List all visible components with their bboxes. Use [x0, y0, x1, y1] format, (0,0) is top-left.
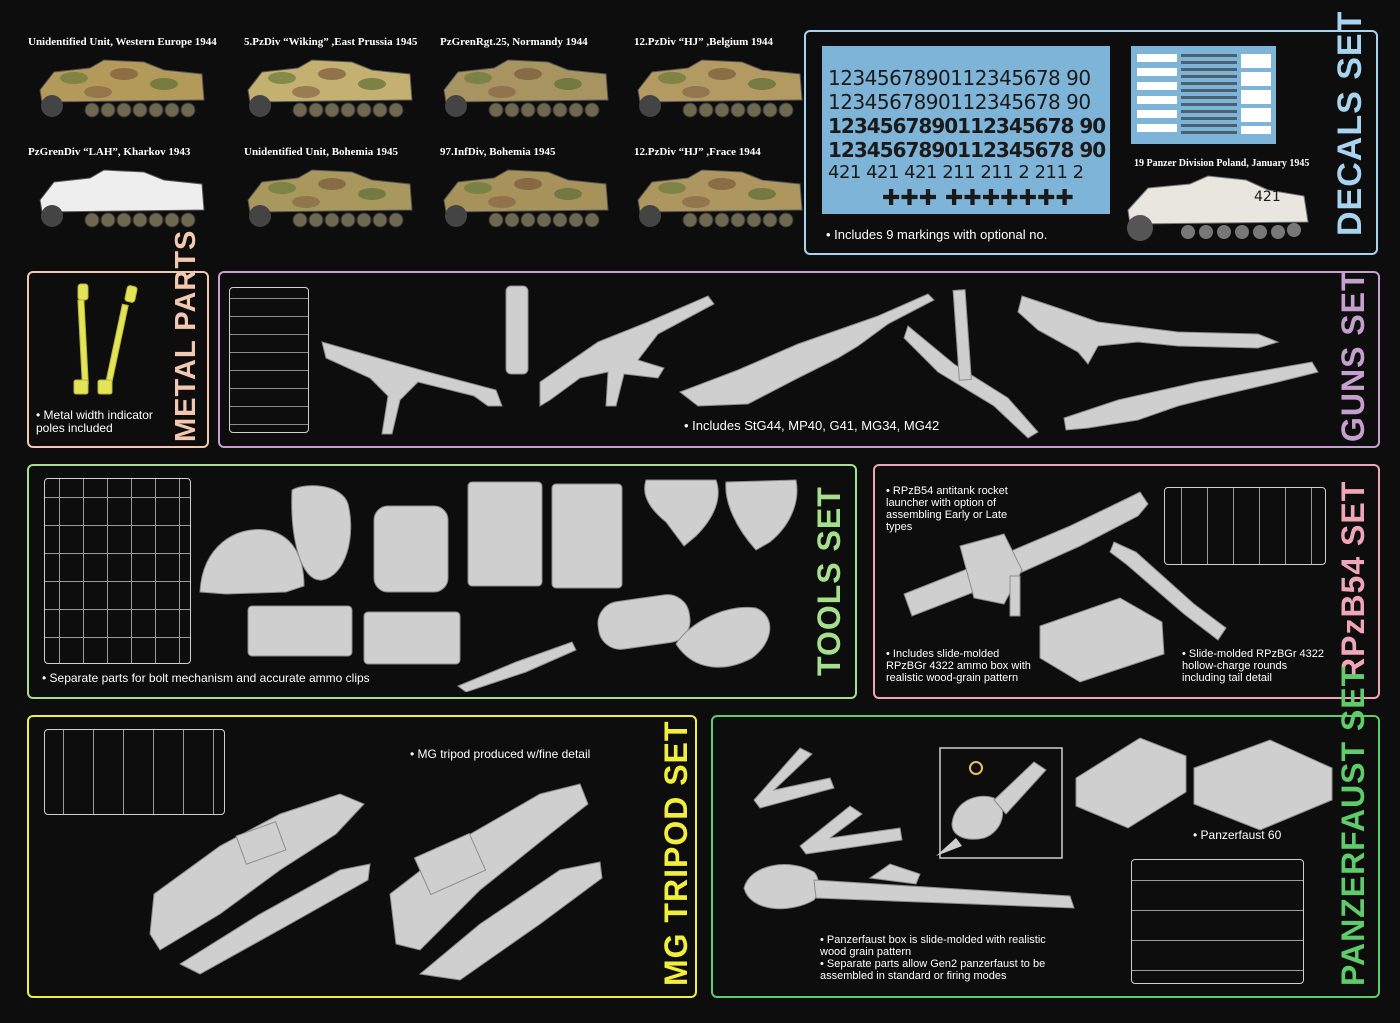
rpzb-note-1: • RPzB54 antitank rocket launcher with o…	[886, 485, 1008, 533]
rpzb-note-3: • Slide-molded RPzBGr 4322 hollow-charge…	[1182, 648, 1325, 684]
halftrack-illustration	[39, 169, 205, 228]
rpzb-note-2: • Includes slide-molded RPzBGr 4322 ammo…	[886, 648, 1031, 684]
panzerfaust-sprue	[1131, 859, 1304, 984]
tripod-illustrations	[149, 783, 603, 981]
tools-sprue	[44, 478, 191, 664]
halftrack-illustration	[637, 59, 803, 118]
panzerfaust-note-3: • Separate parts allow Gen2 panzerfaust …	[820, 958, 1046, 982]
vehicle-poland	[1127, 175, 1309, 241]
guns-panel	[218, 271, 1380, 448]
vehicle-caption: 12.PzDiv “HJ” ,Belgium 1944	[634, 36, 774, 48]
vehicle-caption: Unidentified Unit, Western Europe 1944	[28, 36, 217, 48]
plate-numbers	[1181, 54, 1237, 134]
decal-row-4: 1234567890112345678 90	[828, 138, 1106, 162]
halftrack-illustration	[247, 169, 413, 228]
decal-row-3: 1234567890112345678 90	[828, 114, 1106, 138]
metal-poles	[73, 283, 138, 395]
halftrack-illustration	[637, 169, 803, 228]
poland-caption: 19 Panzer Division Poland, January 1945	[1134, 158, 1310, 169]
tripod-panel	[27, 715, 697, 998]
rpzb-illustrations	[903, 491, 1227, 683]
halftrack-illustration	[443, 59, 609, 118]
decal-row-5: 421 421 421 211 211 2 211 2	[828, 162, 1084, 183]
guns-sprue	[229, 287, 309, 433]
metal-panel	[27, 271, 209, 448]
tripod-note: • MG tripod produced w/fine detail	[410, 747, 591, 761]
halftrack-illustration	[39, 59, 205, 118]
metal-label: METAL PARTS	[170, 229, 202, 442]
panzerfaust-panel	[711, 715, 1380, 998]
tools-label: TOOLS SET	[811, 486, 847, 676]
halftrack-illustration	[247, 59, 413, 118]
tools-note: • Separate parts for bolt mechanism and …	[42, 671, 370, 685]
plate-shields	[1241, 54, 1271, 134]
halftrack-illustration	[443, 169, 609, 228]
cross-markings: ✚✚✚ ✚✚✚✚✚✚✚	[882, 186, 1074, 211]
vehicle-number: 421	[1254, 189, 1281, 205]
panzerfaust-label: PANZERFAUST SET	[1335, 665, 1371, 986]
rpzb-label: RPzB54 SET	[1335, 480, 1371, 682]
panzerfaust-note-2: • Panzerfaust box is slide-molded with r…	[820, 934, 1046, 958]
decals-note: • Includes 9 markings with optional no.	[826, 227, 1048, 242]
panzerfaust-illustrations	[743, 737, 1333, 910]
decal-row-1: 1234567890112345678 90	[828, 66, 1091, 90]
decal-sheet-main: 1234567890112345678 90 12345678901123456…	[822, 46, 1110, 214]
rpzb-sprue	[1164, 487, 1326, 565]
vehicle-caption: PzGrenDiv “LAH”, Kharkov 1943	[28, 146, 191, 158]
tools-illustrations	[199, 479, 798, 692]
decals-panel	[804, 30, 1378, 255]
plate-blanks	[1137, 54, 1177, 134]
guns-note: • Includes StG44, MP40, G41, MG34, MG42	[684, 418, 940, 433]
vehicle-caption: 97.InfDiv, Bohemia 1945	[440, 146, 556, 158]
vehicle-caption: Unidentified Unit, Bohemia 1945	[244, 146, 399, 158]
tripod-sprue	[44, 729, 225, 815]
vehicle-caption: 5.PzDiv “Wiking” ,East Prussia 1945	[244, 36, 418, 48]
vehicle-caption: PzGrenRgt.25, Normandy 1944	[440, 36, 588, 48]
rpzb-panel	[873, 464, 1380, 699]
metal-note: • Metal width indicator poles included	[36, 408, 153, 435]
tools-panel	[27, 464, 857, 699]
decal-row-2: 1234567890112345678 90	[828, 90, 1091, 114]
guns-illustrations	[321, 285, 1319, 439]
tripod-label: MG TRIPOD SET	[658, 720, 694, 986]
panzerfaust-note-1: • Panzerfaust 60	[1193, 828, 1282, 842]
decal-sheet-small	[1131, 46, 1276, 144]
vehicle-caption: 12.PzDiv “HJ” ,Frace 1944	[634, 146, 761, 158]
decals-label: DECALS SET	[1331, 10, 1369, 236]
guns-label: GUNS SET	[1335, 270, 1371, 442]
